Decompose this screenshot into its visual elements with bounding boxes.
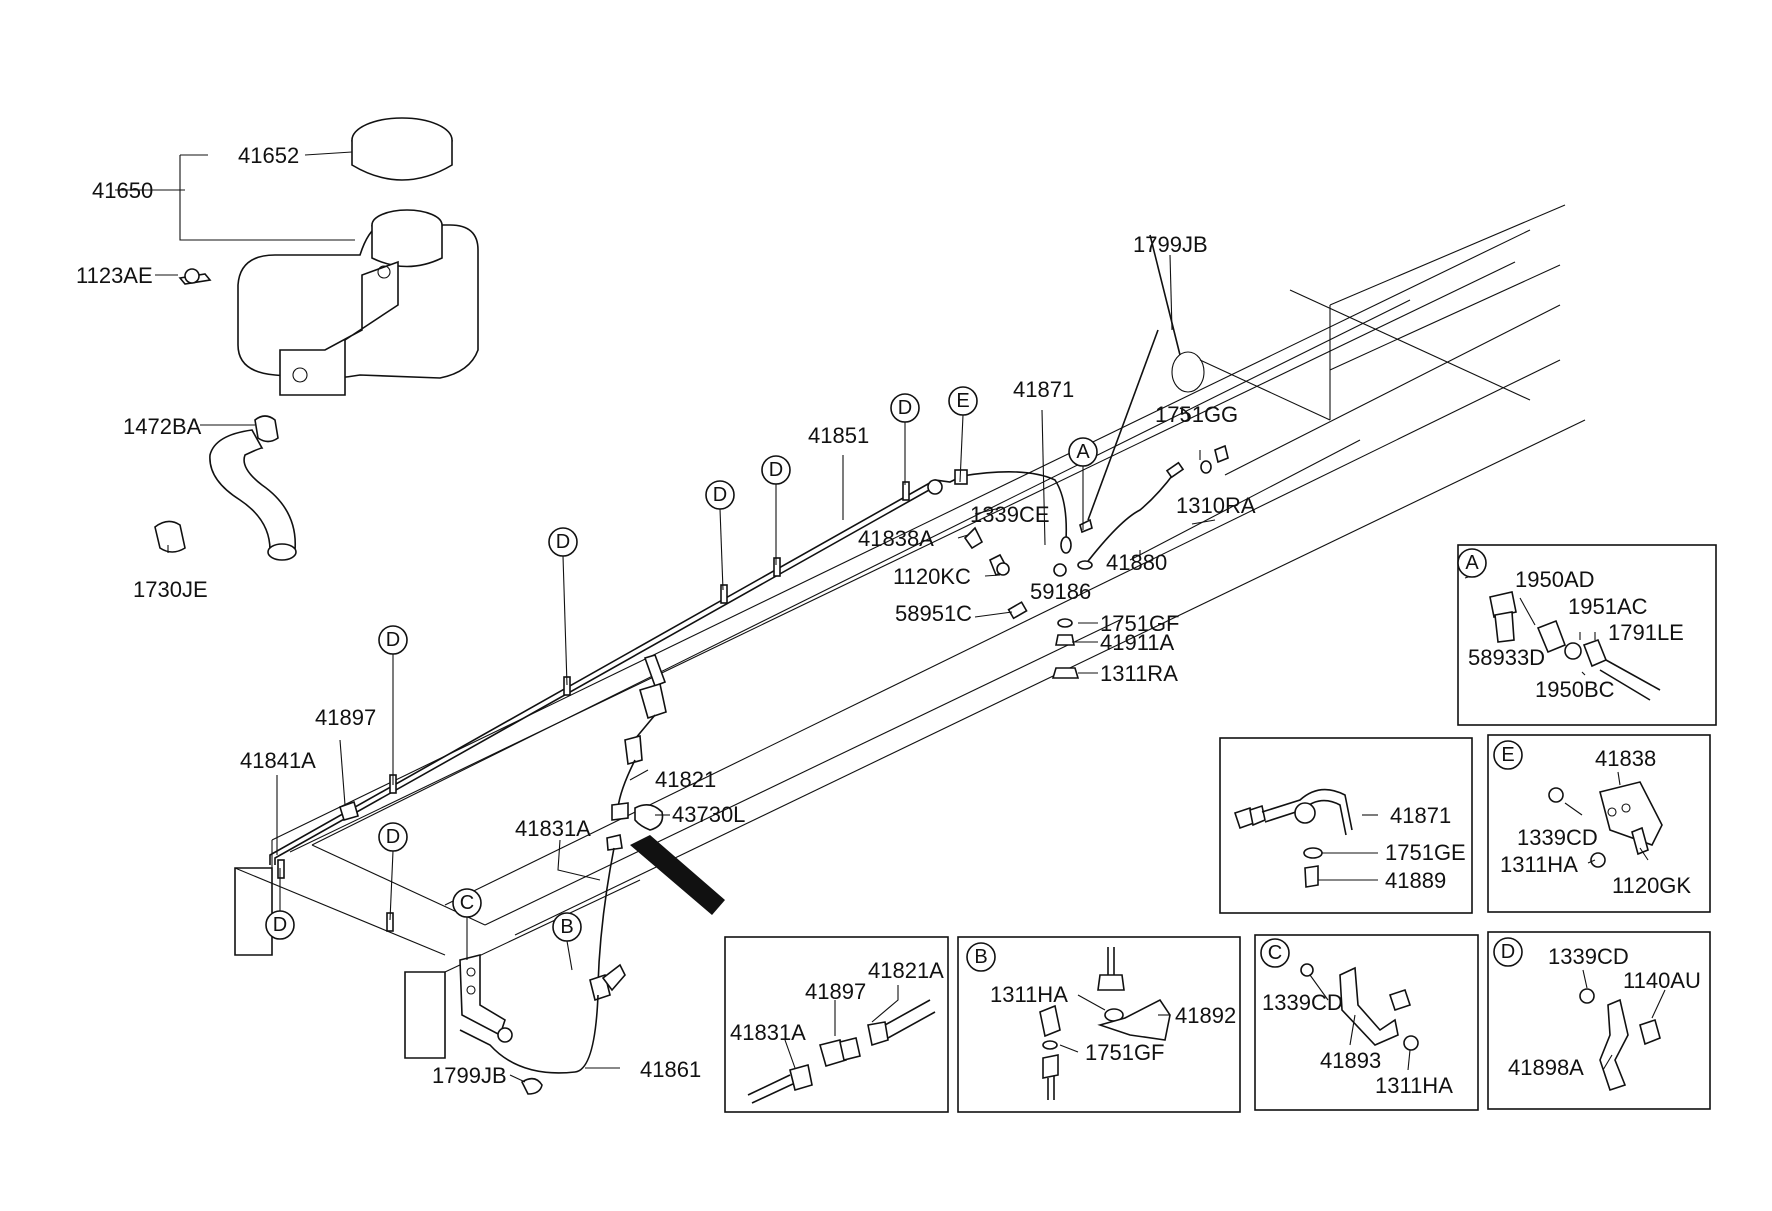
label-1310RA: 1310RA: [1176, 493, 1256, 518]
label-41861: 41861: [640, 1057, 701, 1082]
label-c-41893: 41893: [1320, 1048, 1381, 1073]
label-1339CE: 1339CE: [970, 502, 1050, 527]
label-41652: 41652: [238, 143, 299, 168]
label-e-41838: 41838: [1595, 746, 1656, 771]
label-1472BA: 1472BA: [123, 414, 202, 439]
callout-circles: [265, 386, 1523, 972]
callout-letter-d-7: D: [273, 914, 287, 936]
detail-e-parts: [1548, 781, 1663, 868]
label-j-41821A: 41821A: [868, 958, 944, 983]
callout-letter-d-1: D: [898, 397, 912, 419]
label-41911A: 41911A: [1100, 630, 1175, 655]
callout-letter-d-3: D: [713, 484, 727, 506]
label-d-1339CD: 1339CD: [1548, 944, 1629, 969]
label-1311RA: 1311RA: [1100, 661, 1178, 686]
detail-d-parts: [1579, 988, 1661, 1092]
label-a-58933D: 58933D: [1468, 645, 1545, 670]
detail-a-letter: A: [1465, 552, 1479, 574]
detail-b-parts: [1039, 947, 1171, 1100]
callout-letter-b-main: B: [560, 916, 573, 938]
label-a-1951AC: 1951AC: [1568, 594, 1648, 619]
callout-letter-d-4: D: [556, 531, 570, 553]
clutch-fluid-reservoir: [154, 117, 479, 561]
fitting-41897: [339, 800, 359, 821]
callout-letter-a-main: A: [1076, 441, 1090, 463]
label-41821: 41821: [655, 767, 716, 792]
label-d-1140AU: 1140AU: [1623, 968, 1701, 993]
label-41841A: 41841A: [240, 748, 316, 773]
callout-lines: [279, 414, 1084, 971]
label-j-41897: 41897: [805, 979, 866, 1004]
label-d-41898A: 41898A: [1508, 1055, 1584, 1080]
label-b-1311HA: 1311HA: [990, 982, 1068, 1007]
clutch-hose-assembly: [459, 654, 725, 1095]
detail-b-letter: B: [974, 946, 987, 968]
chassis-frame: [234, 204, 1586, 1059]
callout-letter-d-6: D: [386, 826, 400, 848]
label-41831A: 41831A: [515, 816, 591, 841]
label-1799JB-bottom: 1799JB: [432, 1063, 507, 1088]
detail-e-letter: E: [1501, 744, 1514, 766]
label-41650: 41650: [92, 178, 153, 203]
label-1751GF: 1751GF: [1100, 611, 1180, 636]
label-box-41889: 41889: [1385, 868, 1446, 893]
label-1730JE: 1730JE: [133, 577, 208, 602]
part-labels: 41652 41650 1123AE 1472BA 1730JE 1799JB …: [76, 143, 1701, 1098]
label-b-1751GF: 1751GF: [1085, 1040, 1165, 1065]
label-a-1950AD: 1950AD: [1515, 567, 1595, 592]
label-e-1120GK: 1120GK: [1612, 873, 1691, 898]
label-e-1339CD: 1339CD: [1517, 825, 1598, 850]
label-41838A: 41838A: [858, 526, 934, 551]
label-box-41871: 41871: [1390, 803, 1451, 828]
detail-a-parts: [1489, 591, 1661, 701]
callout-letter-c-main: C: [460, 892, 474, 914]
label-j-41831A: 41831A: [730, 1020, 806, 1045]
detail-boxes: [724, 544, 1717, 1113]
detail-d-letter: D: [1501, 941, 1515, 963]
label-43730L: 43730L: [672, 802, 745, 827]
label-a-1950BC: 1950BC: [1535, 677, 1615, 702]
label-b-41892: 41892: [1175, 1003, 1236, 1028]
callout-letter-d-5: D: [386, 629, 400, 651]
label-1120KC: 1120KC: [893, 564, 971, 589]
label-41871: 41871: [1013, 377, 1074, 402]
detail-c-letter: C: [1268, 942, 1282, 964]
label-41897: 41897: [315, 705, 376, 730]
label-58951C: 58951C: [895, 601, 972, 626]
detail-41871-parts: [1233, 788, 1353, 888]
label-41851: 41851: [808, 423, 869, 448]
label-59186: 59186: [1030, 579, 1091, 604]
label-box-1751GE: 1751GE: [1385, 840, 1466, 865]
callout-letter-d-2: D: [769, 459, 783, 481]
label-c-1339CD: 1339CD: [1262, 990, 1343, 1015]
callout-letter-e-main: E: [956, 390, 969, 412]
detail-joint-parts: [747, 999, 936, 1104]
label-1799JB-top: 1799JB: [1133, 232, 1208, 257]
detail-c-parts: [1300, 963, 1419, 1051]
label-1751GG: 1751GG: [1155, 402, 1238, 427]
label-e-1311HA: 1311HA: [1500, 852, 1578, 877]
label-1123AE: 1123AE: [76, 263, 153, 288]
label-41880: 41880: [1106, 550, 1167, 575]
label-c-1311HA: 1311HA: [1375, 1073, 1453, 1098]
label-a-1791LE: 1791LE: [1608, 620, 1684, 645]
